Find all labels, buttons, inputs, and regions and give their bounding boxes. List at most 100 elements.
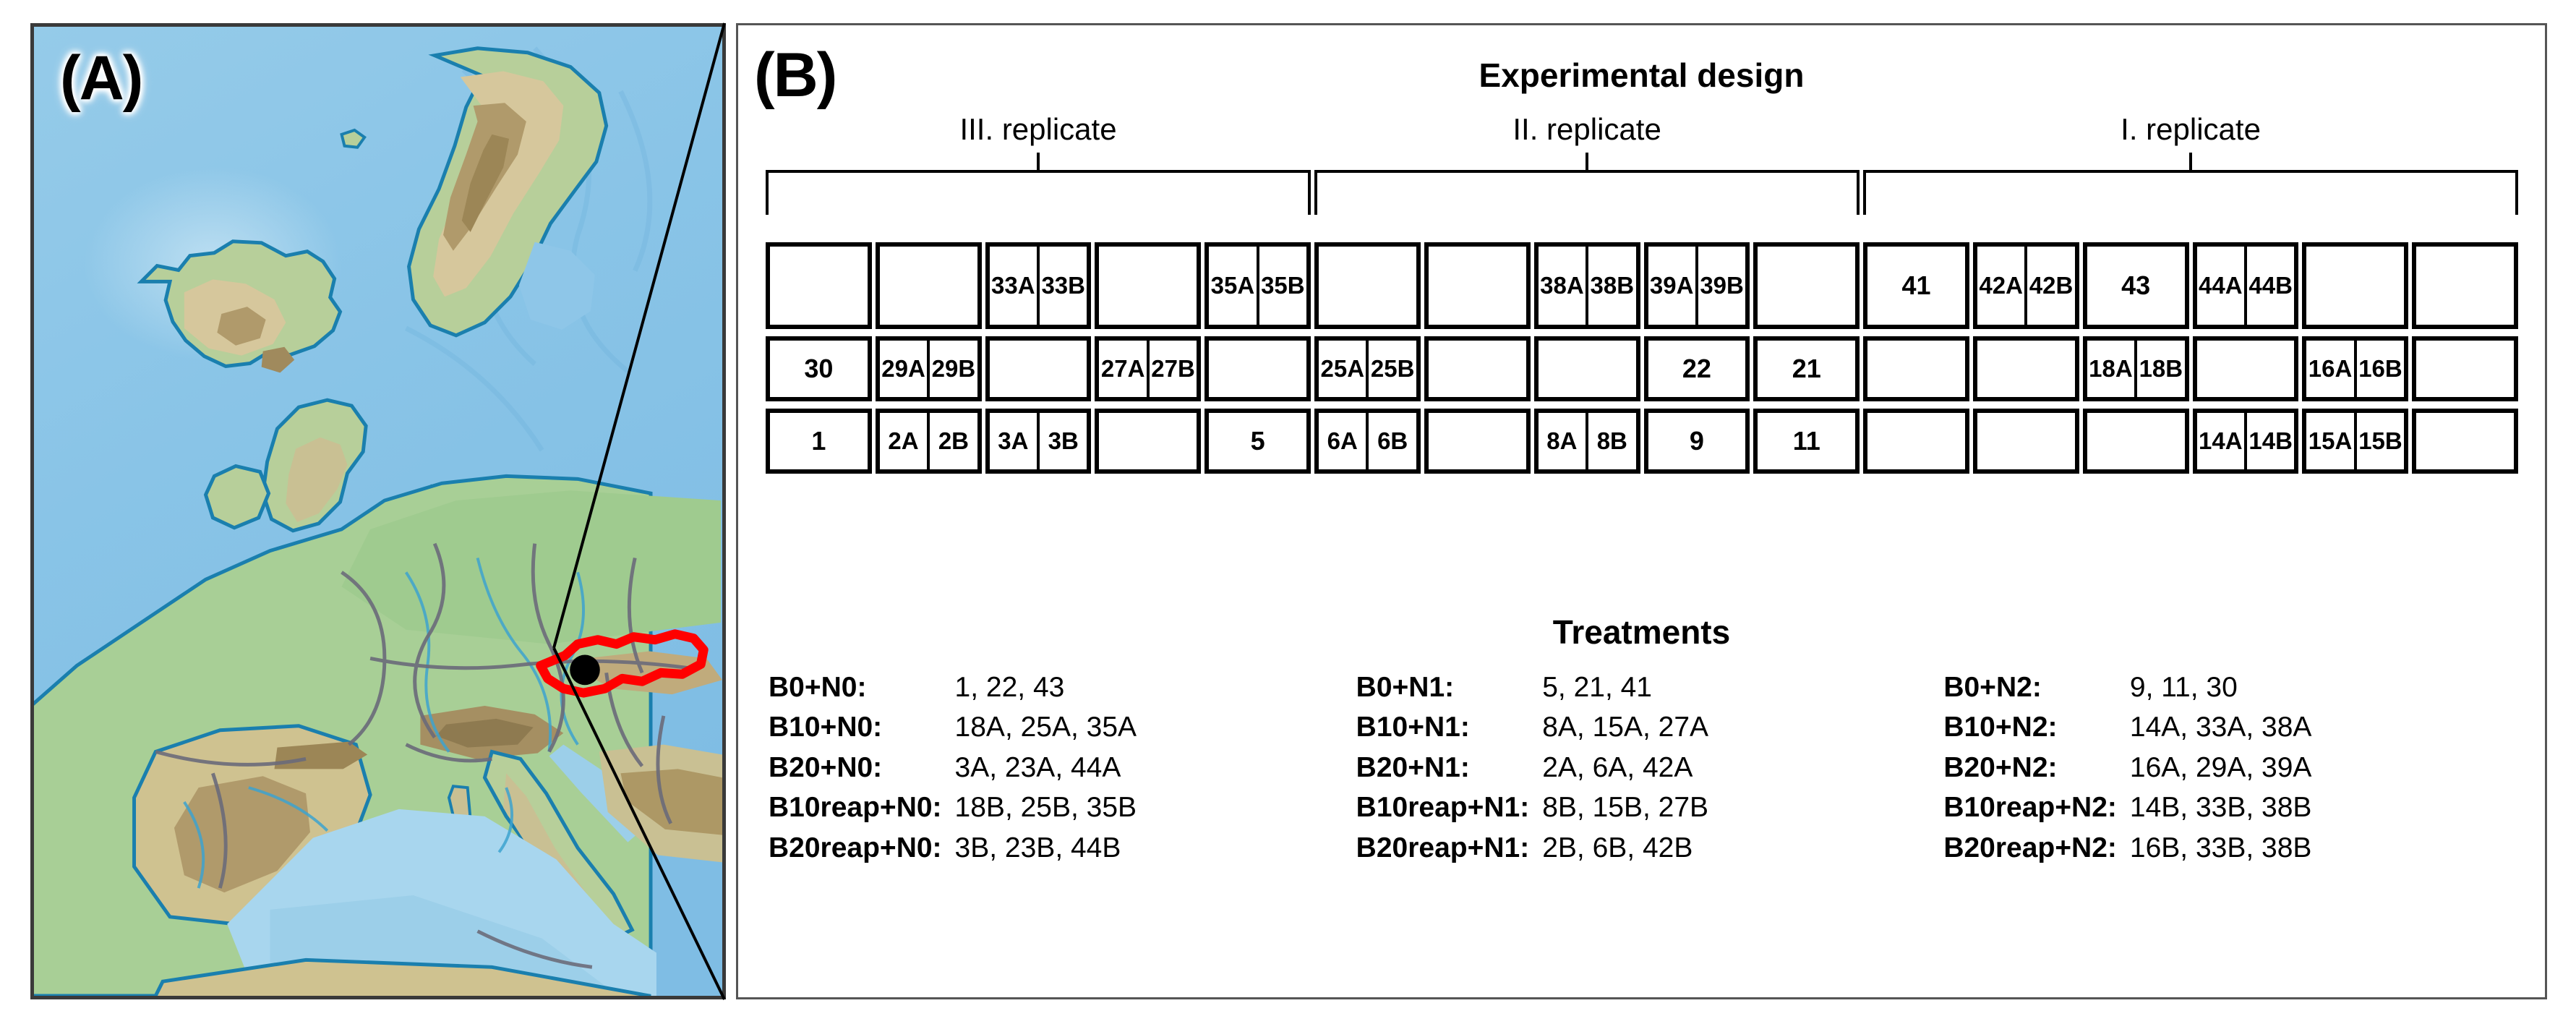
plot-cell[interactable] <box>875 242 982 329</box>
plot-cell[interactable]: 9 <box>1643 409 1750 474</box>
plot-cell[interactable]: 8A 8B <box>1533 409 1640 474</box>
bracket-stem <box>1037 153 1040 170</box>
treatment-label: B10+N0: <box>769 712 883 743</box>
treatment-label: B20+N2: <box>1943 751 2058 783</box>
plot-cell[interactable] <box>1095 242 1202 329</box>
plot-cell[interactable] <box>1424 409 1531 474</box>
plot-cell[interactable] <box>1424 242 1531 329</box>
plot-cell[interactable] <box>2082 409 2189 474</box>
plot-subcell-a[interactable]: 3A <box>998 427 1029 454</box>
plot-cell[interactable] <box>2302 242 2409 329</box>
plot-cell[interactable] <box>1972 336 2079 401</box>
plot-cell[interactable] <box>2192 336 2299 401</box>
treatment-plots: 2A, 6A, 42A <box>1542 751 1693 783</box>
plot-cell[interactable] <box>1424 336 1531 401</box>
treatment-plots: 14B, 33B, 38B <box>2129 792 2312 824</box>
plot-cell[interactable] <box>1533 336 1640 401</box>
plot-cell[interactable] <box>2412 242 2518 329</box>
treatment-label: B20+N0: <box>769 751 883 783</box>
plot-cell[interactable]: 11 <box>1753 409 1860 474</box>
plot-cell[interactable] <box>1972 409 2079 474</box>
plot-cell[interactable]: 6A 6B <box>1314 409 1421 474</box>
plot-cell[interactable]: 2A 2B <box>875 409 982 474</box>
plot-cell[interactable] <box>2412 336 2518 401</box>
plot-cell[interactable]: 21 <box>1753 336 1860 401</box>
plot-subcell-b[interactable]: 8B <box>1586 413 1635 469</box>
plot-subcell-a[interactable]: 8A <box>1546 427 1578 454</box>
treatment-label: B10reap+N2: <box>1943 792 2117 824</box>
plot-label: 1 <box>811 426 826 456</box>
plot-cell[interactable] <box>1863 336 1969 401</box>
bracket-lleg <box>1863 170 1867 215</box>
plot-cell[interactable]: 43 <box>2082 242 2189 329</box>
plot-subcell-b[interactable]: 3B <box>1037 413 1087 469</box>
plot-cell[interactable] <box>1863 409 1969 474</box>
plot-subcell-a[interactable]: 6A <box>1327 427 1358 454</box>
plot-cell[interactable]: 1 <box>766 409 872 474</box>
plot-cell[interactable]: 30 <box>766 336 872 401</box>
plot-cell[interactable] <box>2412 409 2518 474</box>
plot-cell[interactable] <box>1095 409 1202 474</box>
plot-cell[interactable]: 3A 3B <box>985 409 1092 474</box>
plot-cell[interactable] <box>1314 242 1421 329</box>
plot-cell[interactable] <box>1204 336 1311 401</box>
treatment-plots: 3A, 23A, 44A <box>954 751 1121 783</box>
bracket-stem <box>1586 153 1589 170</box>
plot-cell[interactable]: 22 <box>1643 336 1750 401</box>
plot-subcell-b[interactable]: 6B <box>1366 413 1416 469</box>
plot-subcell-b[interactable]: 2B <box>927 413 977 469</box>
treatments-title: Treatments <box>1552 613 1731 651</box>
treatment-plots: 5, 21, 41 <box>1542 672 1652 703</box>
plot-cell[interactable]: 5 <box>1204 409 1311 474</box>
plot-cell[interactable] <box>1753 242 1860 329</box>
treatment-plots: 16A, 29A, 39A <box>2129 751 2312 783</box>
plot-cell[interactable]: 41 <box>1863 242 1969 329</box>
bracket-rleg <box>1857 170 1860 215</box>
treatment-label: B20+N1: <box>1356 751 1470 783</box>
plot-cell[interactable] <box>985 336 1092 401</box>
plot-cell[interactable] <box>766 242 872 329</box>
plot-subcell-a[interactable]: 2A <box>888 427 919 454</box>
